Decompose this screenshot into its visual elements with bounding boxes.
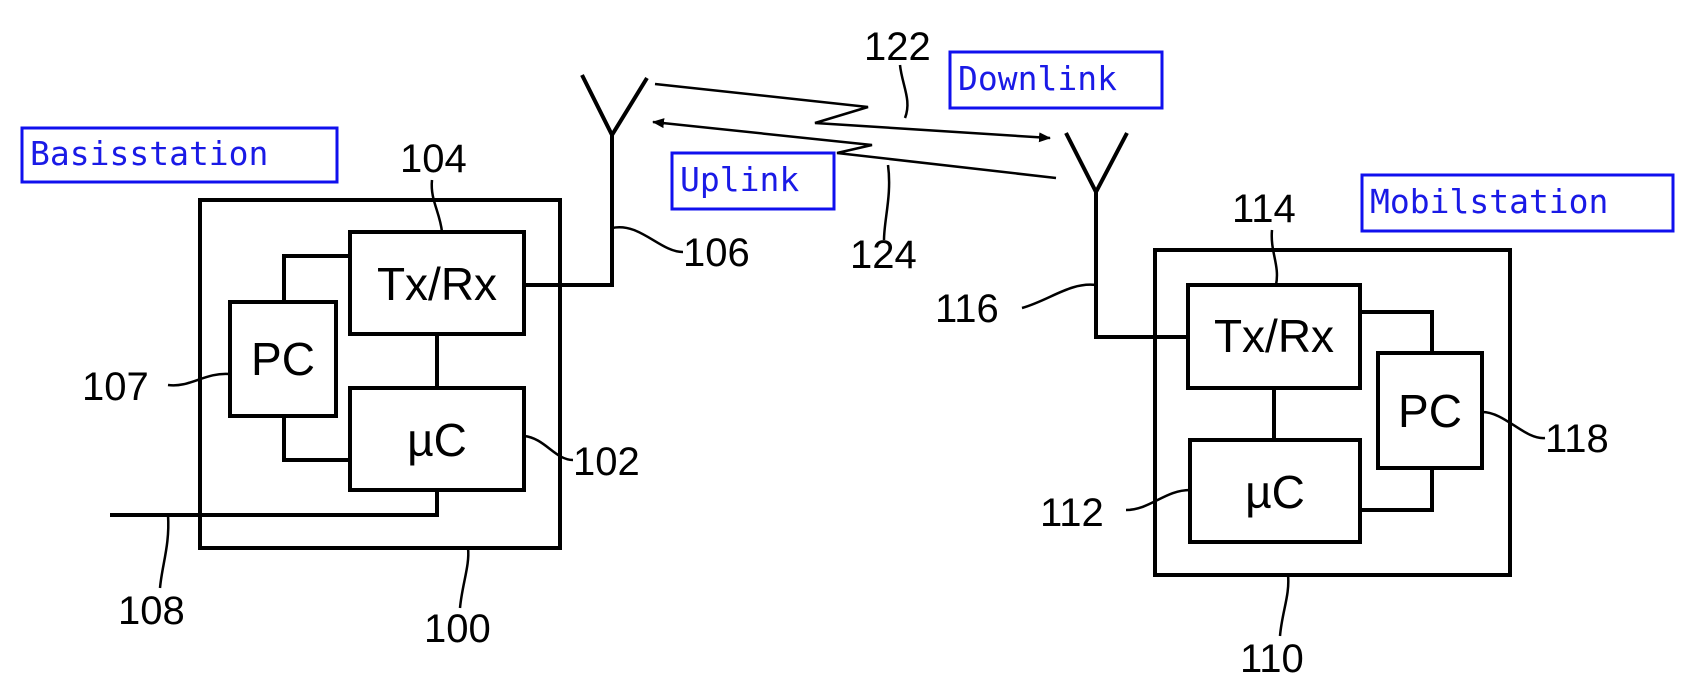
mobile-station-housing — [1153, 248, 1512, 577]
tag-mobile-station-frame — [1360, 173, 1675, 233]
mobile-txrx-pc-line — [1360, 310, 1434, 353]
base-station: Tx/Rx PC µC — [110, 74, 649, 550]
leader-102 — [523, 434, 574, 462]
leader-107 — [167, 372, 231, 387]
ref-118: 118 — [1545, 417, 1609, 461]
ref-112: 112 — [1040, 491, 1104, 535]
tag-uplink-frame — [670, 151, 836, 211]
mobile-uc-pc-line — [1360, 468, 1434, 512]
mobile-station: Tx/Rx PC µC — [1064, 132, 1512, 577]
base-antenna-feed — [524, 135, 614, 287]
leader-114 — [1270, 229, 1279, 286]
mobile-pc-label: PC — [1398, 385, 1462, 437]
ref-114: 114 — [1232, 187, 1296, 231]
reference-numerals: 104 106 107 102 108 100 122 124 116 114 … — [82, 25, 1609, 681]
ref-107: 107 — [82, 365, 149, 409]
ref-106: 106 — [683, 231, 750, 275]
downlink-path — [654, 82, 1051, 143]
mobile-txrx-label: Tx/Rx — [1214, 310, 1334, 362]
tag-uplink: Uplink — [670, 151, 836, 211]
base-txrx-label: Tx/Rx — [377, 258, 497, 310]
tag-mobile-station: Mobilstation — [1360, 173, 1675, 233]
radio-links — [652, 82, 1057, 180]
tag-mobile-station-text: Mobilstation — [1370, 182, 1608, 221]
ref-116: 116 — [935, 287, 999, 331]
tag-downlink: Downlink — [948, 50, 1164, 110]
leader-110 — [1278, 574, 1290, 637]
mobile-uc-label: µC — [1245, 466, 1305, 518]
base-line-108 — [110, 490, 439, 517]
ref-100: 100 — [424, 607, 491, 651]
tag-downlink-text: Downlink — [958, 59, 1117, 98]
base-txrx-pc-line — [282, 254, 350, 302]
base-station-housing — [198, 198, 562, 550]
leader-100 — [458, 547, 470, 609]
tag-base-station-frame — [20, 126, 339, 184]
leader-118 — [1481, 410, 1546, 440]
ref-110: 110 — [1240, 637, 1304, 681]
leader-124 — [882, 164, 891, 241]
leader-116 — [1021, 283, 1097, 310]
tag-base-station-text: Basisstation — [30, 134, 268, 173]
leader-106 — [611, 225, 684, 254]
ref-108: 108 — [118, 589, 185, 633]
ref-124: 124 — [850, 233, 917, 277]
leader-112 — [1125, 488, 1191, 512]
tag-base-station: Basisstation — [20, 126, 339, 184]
mobile-antenna-icon — [1064, 132, 1129, 193]
tag-uplink-text: Uplink — [680, 160, 799, 199]
base-pc-label: PC — [251, 333, 315, 385]
reference-leaders — [158, 64, 1546, 637]
leader-122 — [898, 64, 909, 119]
mobile-antenna-feed — [1094, 192, 1188, 339]
leader-104 — [430, 179, 444, 233]
tag-downlink-frame — [948, 50, 1164, 110]
leader-108 — [158, 514, 170, 589]
uplink-path — [652, 118, 1057, 180]
ref-104: 104 — [400, 137, 467, 181]
ref-102: 102 — [573, 440, 640, 484]
base-antenna-icon — [580, 74, 649, 137]
base-uc-label: µC — [407, 414, 467, 466]
base-uc-pc-line — [282, 416, 350, 462]
ref-122: 122 — [864, 25, 931, 69]
